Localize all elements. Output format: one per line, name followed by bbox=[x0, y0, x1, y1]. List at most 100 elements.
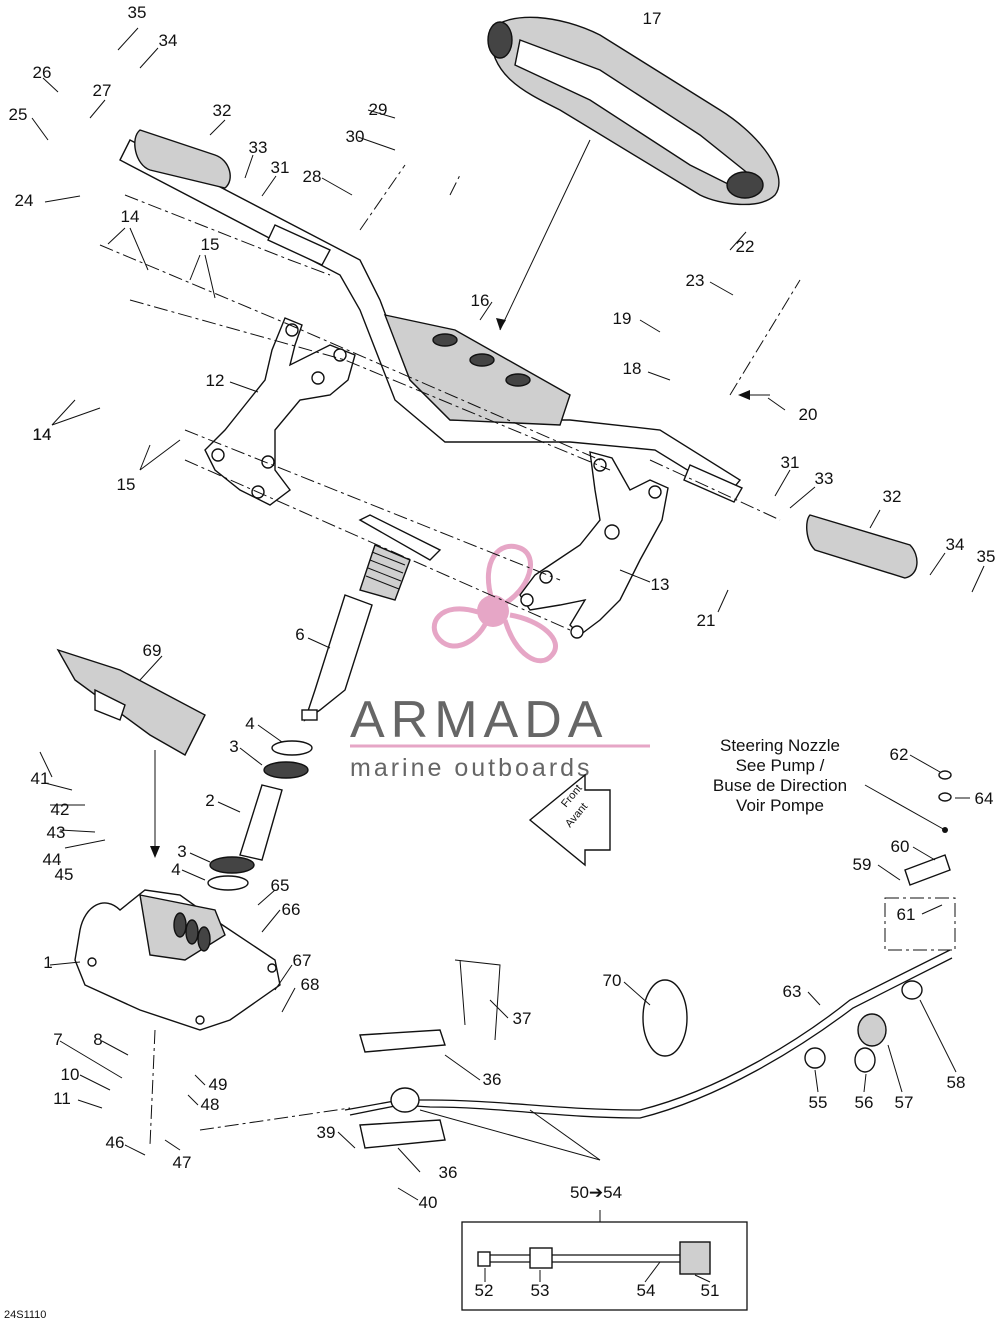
part-number-label: 51 bbox=[701, 1281, 720, 1300]
part-number-label: 55 bbox=[809, 1093, 828, 1112]
steering-support-right bbox=[519, 451, 669, 639]
part-number-label: 16 bbox=[471, 291, 490, 310]
alignment-lines bbox=[99, 164, 956, 1146]
part-number-label: 70 bbox=[603, 971, 622, 990]
steering-support bbox=[204, 317, 356, 506]
part-number-label: 56 bbox=[855, 1093, 874, 1112]
part-number-label: 48 bbox=[201, 1095, 220, 1114]
part-number-label: 24 bbox=[15, 191, 34, 210]
part-number-label: 47 bbox=[173, 1153, 192, 1172]
part-number-label: 67 bbox=[293, 951, 312, 970]
part-number-label: 59 bbox=[853, 855, 872, 874]
range-label: 50➔54 bbox=[570, 1183, 622, 1202]
note-line-4: Voir Pompe bbox=[736, 796, 824, 815]
part-number-label: 25 bbox=[9, 105, 28, 124]
grips bbox=[134, 129, 918, 579]
mount-bracket bbox=[56, 648, 206, 756]
part-number-label: 22 bbox=[736, 237, 755, 256]
part-number-label: 62 bbox=[890, 745, 909, 764]
part-number-label: 31 bbox=[781, 453, 800, 472]
part-number-label: 49 bbox=[209, 1075, 228, 1094]
part-number-label: 20 bbox=[799, 405, 818, 424]
part-number-label: 31 bbox=[271, 158, 290, 177]
part-number-label: 7 bbox=[53, 1030, 62, 1049]
part-number-label: 23 bbox=[686, 271, 705, 290]
part-number-label: 17 bbox=[643, 9, 662, 28]
part-number-label: 41 bbox=[31, 769, 50, 788]
cable-detail-inset bbox=[461, 1210, 748, 1311]
leader-lines bbox=[31, 27, 985, 1283]
steering-stem bbox=[301, 514, 442, 722]
part-number-label: 28 bbox=[303, 167, 322, 186]
brand-name: ARMADA bbox=[350, 691, 608, 749]
steering-nozzle-note: Steering Nozzle See Pump / Buse de Direc… bbox=[713, 736, 948, 833]
brand-tagline: marine outboards bbox=[350, 754, 593, 782]
part-number-label: 44 bbox=[43, 850, 62, 869]
part-number-label: 68 bbox=[301, 975, 320, 994]
part-number-label: 39 bbox=[317, 1123, 336, 1142]
part-number-label: 14 bbox=[121, 207, 140, 226]
part-number-label: 14 bbox=[33, 425, 52, 444]
bushings bbox=[207, 740, 313, 891]
part-number-label: 60 bbox=[891, 837, 910, 856]
part-number-label: 33 bbox=[249, 138, 268, 157]
part-number-label: 1 bbox=[43, 953, 52, 972]
handlebar bbox=[119, 139, 743, 503]
part-number-label: 64 bbox=[975, 789, 994, 808]
part-number-label: 58 bbox=[947, 1073, 966, 1092]
part-number-label: 12 bbox=[206, 371, 225, 390]
direction-arrows bbox=[150, 139, 770, 858]
armada-logo: ARMADA marine outboards bbox=[350, 543, 650, 782]
part-number-label: 45 bbox=[55, 865, 74, 884]
part-number-label: 35 bbox=[977, 547, 996, 566]
part-number-label: 34 bbox=[159, 31, 178, 50]
steering-cable bbox=[344, 949, 953, 1149]
part-number-label: 15 bbox=[201, 235, 220, 254]
nozzle-linkage bbox=[804, 770, 952, 1073]
part-number-label: 66 bbox=[282, 900, 301, 919]
part-number-label: 36 bbox=[439, 1163, 458, 1182]
diagram-code: 24S1110 bbox=[4, 1309, 46, 1321]
part-number-label: 13 bbox=[651, 575, 670, 594]
part-number-label: 15 bbox=[117, 475, 136, 494]
note-line-1: Steering Nozzle bbox=[720, 736, 840, 755]
part-number-label: 3 bbox=[229, 737, 238, 756]
part-number-label: 34 bbox=[946, 535, 965, 554]
part-number-label: 33 bbox=[815, 469, 834, 488]
part-number-label: 8 bbox=[93, 1030, 102, 1049]
part-number-label: 42 bbox=[51, 800, 70, 819]
part-number-label: 35 bbox=[128, 3, 147, 22]
part-number-label: 61 bbox=[897, 905, 916, 924]
part-number-label: 32 bbox=[213, 101, 232, 120]
base-plate bbox=[74, 889, 281, 1031]
front-arrow-icon: Front Avant bbox=[528, 773, 611, 867]
part-number-label: 53 bbox=[531, 1281, 550, 1300]
part-number-label: 29 bbox=[369, 100, 388, 119]
part-number-label: 18 bbox=[623, 359, 642, 378]
part-number-label: 21 bbox=[697, 611, 716, 630]
part-number-label: 37 bbox=[513, 1009, 532, 1028]
part-number-label: 52 bbox=[475, 1281, 494, 1300]
part-number-label: 46 bbox=[106, 1133, 125, 1152]
part-number-label: 57 bbox=[895, 1093, 914, 1112]
part-number-label: 14 bbox=[33, 425, 52, 444]
part-number-label: 65 bbox=[271, 876, 290, 895]
part-number-label: 43 bbox=[47, 823, 66, 842]
part-number-label: 36 bbox=[483, 1070, 502, 1089]
part-number-label: 40 bbox=[419, 1193, 438, 1212]
note-line-2: See Pump / bbox=[736, 756, 825, 775]
part-number-label: 2 bbox=[205, 791, 214, 810]
propeller-icon bbox=[431, 543, 558, 664]
part-number-label: 27 bbox=[93, 81, 112, 100]
part-number-label: 3 bbox=[177, 842, 186, 861]
part-number-label: 6 bbox=[295, 625, 304, 644]
part-number-label: 4 bbox=[171, 860, 180, 879]
part-number-label: 32 bbox=[883, 487, 902, 506]
part-number-label: 19 bbox=[613, 309, 632, 328]
part-number-label: 69 bbox=[143, 641, 162, 660]
note-line-3: Buse de Direction bbox=[713, 776, 847, 795]
part-number-label: 10 bbox=[61, 1065, 80, 1084]
part-number-label: 54 bbox=[637, 1281, 656, 1300]
